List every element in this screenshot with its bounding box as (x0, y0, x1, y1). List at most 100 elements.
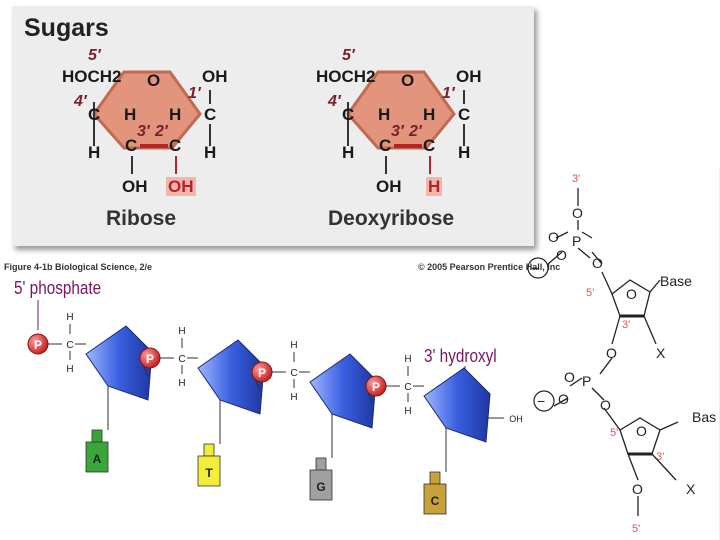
base-block (423, 483, 447, 515)
base-block (197, 455, 221, 487)
phosphate-label: P (258, 366, 266, 380)
minus-2: − (537, 393, 545, 409)
base-letter: A (93, 452, 102, 466)
hydroxyl-label: OH (509, 414, 523, 424)
label-1prime: 1′ (188, 85, 201, 102)
h-c1: H (458, 143, 471, 162)
deoxyribose-ring-drawing (346, 70, 465, 174)
label-5prime: 5′ (342, 47, 355, 64)
h-c2-up: H (423, 105, 436, 124)
label-2prime: 2′ (155, 123, 168, 140)
oh-c3: OH (376, 177, 402, 196)
copyright-caption: © 2005 Pearson Prentice Hall, Inc (418, 262, 561, 272)
label-3p-top: 3' (572, 173, 580, 185)
hoch2-group: HOCH2 (62, 67, 122, 86)
phosphate-label: P (372, 380, 380, 394)
label-5p-1: 5' (586, 287, 594, 299)
label-3p-1: 3' (622, 319, 630, 331)
label-5p-2: 5' (610, 427, 618, 439)
base-label-2: Bas (692, 409, 716, 425)
ring-oxygen-2: O (636, 423, 647, 439)
hydrogen-label: H (290, 392, 297, 403)
h-c3-up: H (124, 105, 137, 124)
hydrogen-label: H (178, 326, 185, 337)
molecule-name-deoxyribose: Deoxyribose (328, 207, 455, 230)
carbon-label: C (290, 368, 297, 379)
oxygen-3p-2: O (632, 481, 643, 497)
oxygen-5p-2: O (600, 397, 611, 413)
base-block (85, 441, 109, 473)
oh-c1: OH (456, 67, 482, 86)
ring-oxygen: O (147, 71, 161, 90)
x-1: X (656, 345, 666, 361)
oxygen-top: O (572, 205, 583, 221)
oh-c1: OH (202, 67, 228, 86)
oxygen-neg-2: O (558, 391, 569, 407)
h-c4: H (342, 143, 355, 162)
phosphate-label: P (146, 352, 154, 366)
label-3p-2: 3' (656, 451, 664, 463)
h-c4: H (88, 143, 101, 162)
label-3prime: 3′ (137, 123, 150, 140)
oxygen-3p-1: O (606, 345, 617, 361)
label-2prime: 2′ (409, 123, 422, 140)
hydrogen-label: H (66, 364, 73, 375)
base-stub (203, 443, 215, 457)
figure-caption: Figure 4-1b Biological Science, 2/e (4, 262, 153, 272)
phosphate-label: P (34, 338, 42, 352)
carbon-1: C (204, 105, 217, 124)
label-4prime: 4′ (74, 93, 87, 110)
h-c2-up: H (169, 105, 182, 124)
carbon-3: C (379, 136, 392, 155)
base-label-1: Base (660, 273, 692, 289)
label-4prime: 4′ (328, 93, 341, 110)
backbone-structure: 3' O P O O − O 5' O Base 3' O X P O O − … (527, 168, 720, 540)
carbon-4: C (88, 105, 101, 124)
oh-c2: OH (166, 177, 196, 196)
oxygen-dbl-2: O (564, 369, 575, 385)
x-2: X (686, 481, 696, 497)
base-stub (429, 471, 441, 485)
ribose-structure: HOCH2 O OH C C H H H H C C OH OH 5′ 4′ 1… (52, 6, 312, 246)
panel-title: Sugars (24, 14, 109, 42)
phosphorus-2: P (582, 373, 591, 389)
sugars-panel: Sugars HOCH2 O OH C C H H H H C C OH OH … (12, 6, 534, 246)
minus-1: − (531, 260, 539, 276)
hydrogen-label: H (404, 354, 411, 365)
base-letter: C (431, 494, 440, 508)
sugar-pentagon (85, 325, 153, 401)
h-c2-highlight: H (426, 177, 443, 196)
hydrogen-label: H (404, 406, 411, 417)
hydrogen-label: H (66, 312, 73, 323)
label-1prime: 1′ (442, 85, 455, 102)
base-stub (91, 429, 103, 443)
sugar-pentagon (423, 367, 491, 443)
carbon-label: C (178, 354, 185, 365)
carbon-label: C (66, 340, 73, 351)
label-5prime: 5′ (88, 47, 101, 64)
sugar-pentagon (309, 353, 377, 429)
phosphorus-1: P (572, 233, 581, 249)
deoxyribose-structure: HOCH2 O OH C C H H H H C C OH H 5′ 4′ 1′… (306, 6, 566, 246)
oxygen-5p-1: O (592, 255, 603, 271)
hoch2-group: HOCH2 (316, 67, 376, 86)
carbon-2: C (169, 136, 182, 155)
sugar-pentagon (197, 339, 265, 415)
carbon-1: C (458, 105, 471, 124)
h-c1: H (204, 143, 217, 162)
ring-oxygen: O (401, 71, 415, 90)
label-3-hydroxyl: 3' hydroxyl (424, 346, 497, 366)
base-stub (315, 457, 327, 471)
carbon-3: C (125, 136, 138, 155)
base-letter: T (205, 466, 213, 480)
ring-oxygen-1: O (626, 286, 637, 302)
oxygen-neg-1: O (556, 247, 567, 263)
base-letter: G (316, 480, 325, 494)
carbon-2: C (423, 136, 436, 155)
oh-c3: OH (122, 177, 148, 196)
hydrogen-label: H (290, 340, 297, 351)
h-c3-up: H (378, 105, 391, 124)
ribose-ring-drawing (92, 70, 211, 174)
oxygen-dbl-1: O (548, 229, 559, 245)
